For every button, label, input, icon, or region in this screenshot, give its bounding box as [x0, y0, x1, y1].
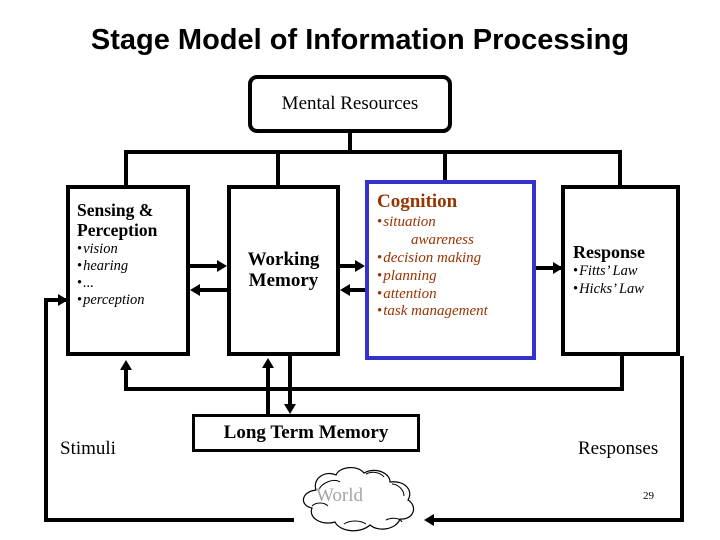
cognition-heading: Cognition — [377, 191, 458, 212]
list-item: ... — [77, 275, 180, 292]
label-world: World — [316, 485, 364, 506]
list-item: attention — [377, 286, 528, 304]
arrowhead-right-icon — [217, 260, 227, 272]
long-term-memory-heading: Long Term Memory — [223, 421, 389, 443]
node-working-memory: Working Memory — [227, 185, 340, 356]
connector-feedback-riser-response — [620, 356, 624, 391]
connector-cognition-to-wm — [344, 288, 365, 292]
working-memory-heading-line1: Working — [247, 248, 320, 270]
connector-feedback-riser-sensing — [124, 368, 128, 391]
connector-response-to-world — [432, 518, 684, 522]
list-item: vision — [77, 241, 180, 258]
connector-wm-to-cognition — [340, 264, 362, 268]
list-item: perception — [77, 292, 180, 309]
arrowhead-down-icon — [284, 404, 296, 414]
arrowhead-right-icon — [355, 260, 365, 272]
connector-cognition-to-response — [536, 266, 561, 270]
mental-resources-label: Mental Resources — [281, 93, 419, 115]
connector-world-to-stimuli — [44, 518, 294, 522]
sensing-perception-bullets: vision hearing ... perception — [77, 241, 180, 308]
connector-response-return-riser — [680, 356, 684, 522]
list-item: decision making — [377, 250, 528, 268]
connector-drop-cognition — [443, 150, 447, 180]
arrowhead-right-icon — [553, 262, 563, 274]
label-responses: Responses — [578, 438, 659, 459]
node-response: Response Fitts’ Law Hicks’ Law — [561, 185, 680, 356]
node-cognition: Cognition situation awareness decision m… — [365, 180, 536, 360]
connector-mental-resources-stem — [348, 133, 352, 154]
arrowhead-left-icon — [340, 284, 350, 296]
response-heading: Response — [573, 242, 646, 262]
node-mental-resources: Mental Resources — [248, 75, 452, 133]
connector-distribution-bus — [124, 150, 622, 154]
cloud-icon — [302, 467, 415, 532]
connector-stimuli-riser — [44, 298, 48, 520]
list-item: planning — [377, 268, 528, 286]
arrowhead-up-icon — [120, 360, 132, 370]
list-item: awareness — [411, 232, 474, 249]
list-item: situation — [377, 214, 528, 232]
list-item: task management — [377, 303, 528, 321]
list-item: Hicks’ Law — [573, 281, 672, 298]
connector-sensing-to-wm — [190, 264, 222, 268]
connector-wm-to-sensing — [194, 288, 227, 292]
connector-stimuli-to-sensing — [44, 298, 68, 302]
connector-wm-to-ltm — [288, 356, 292, 408]
node-long-term-memory: Long Term Memory — [192, 414, 420, 452]
connector-drop-sensing — [124, 150, 128, 185]
node-sensing-perception: Sensing & Perception vision hearing ... … — [66, 185, 190, 356]
cognition-bullets: situation awareness decision making plan… — [377, 214, 528, 321]
sensing-perception-heading: Sensing & Perception — [77, 200, 158, 240]
working-memory-heading-line2: Memory — [248, 270, 319, 291]
connector-ltm-to-wm — [266, 366, 270, 416]
list-item: Fitts’ Law — [573, 263, 672, 280]
arrowhead-left-icon — [190, 284, 200, 296]
connector-feedback-bus — [124, 387, 624, 391]
label-stimuli: Stimuli — [60, 438, 116, 459]
arrowhead-up-icon — [262, 358, 274, 368]
page-number: 29 — [643, 490, 654, 502]
list-item: hearing — [77, 258, 180, 275]
connector-drop-response — [618, 150, 622, 185]
response-bullets: Fitts’ Law Hicks’ Law — [573, 263, 672, 298]
connector-drop-working-memory — [276, 150, 280, 185]
working-memory-heading: Working Memory — [248, 249, 320, 292]
arrowhead-right-icon — [58, 294, 68, 306]
page-title: Stage Model of Information Processing — [90, 24, 630, 56]
arrowhead-left-icon — [424, 514, 434, 526]
